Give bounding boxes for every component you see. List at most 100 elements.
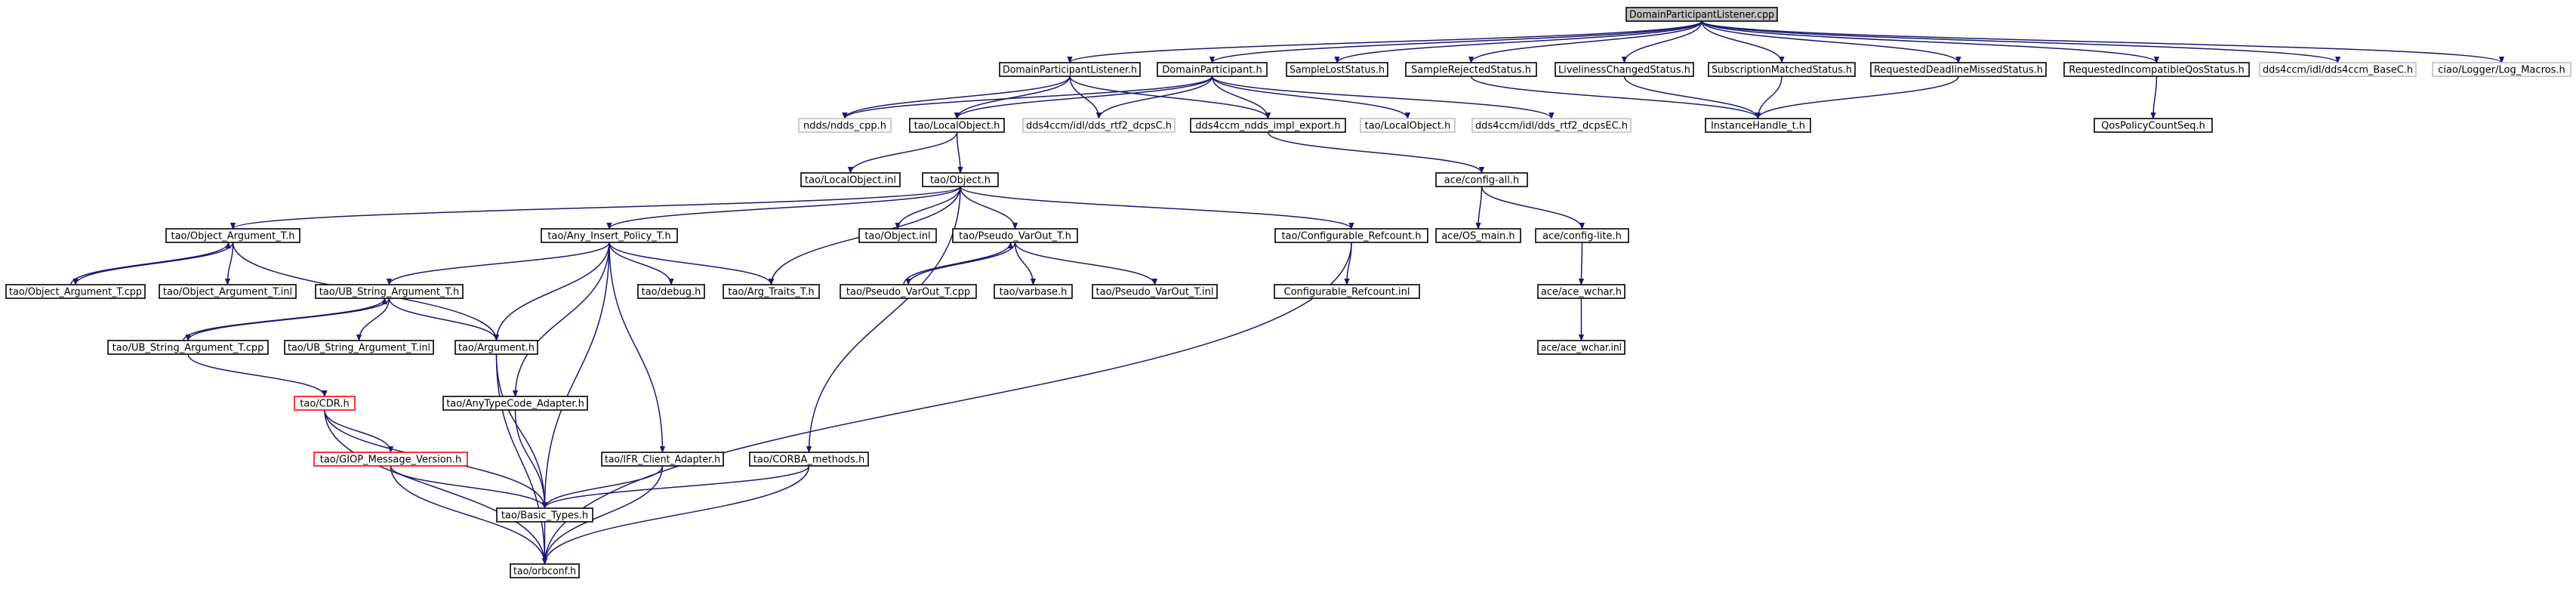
edge-root-to-sms_h <box>1701 20 1782 63</box>
node-sls-h[interactable]: SampleLostStatus.h <box>1286 62 1388 77</box>
node-box <box>5 284 146 299</box>
node-cfr-h[interactable]: tao/Configurable_Refcount.h <box>1274 228 1428 243</box>
node-pvoc[interactable]: tao/Pseudo_VarOut_T.cpp <box>840 284 977 299</box>
node-cm-h[interactable]: tao/CORBA_methods.h <box>749 452 869 467</box>
edge-pvo_h-to-vb_h <box>1014 242 1034 285</box>
node-box <box>2259 62 2417 77</box>
edge-root-to-riqs_h <box>1701 20 2157 63</box>
node-label: tao/Pseudo_VarOut_T.cpp <box>846 287 970 298</box>
node-aip-h[interactable]: tao/Any_Insert_Policy_T.h <box>541 228 678 243</box>
node-label: tao/Object_Argument_T.h <box>171 231 294 242</box>
node-cdr-h[interactable]: tao/CDR.h <box>294 396 356 411</box>
node-pvoi[interactable]: tao/Pseudo_VarOut_T.inl <box>1092 284 1218 299</box>
node-label: tao/UB_String_Argument_T.inl <box>288 343 430 354</box>
node-dbg-h[interactable]: tao/debug.h <box>637 284 705 299</box>
edge-dp_h-to-ndds_h <box>845 76 1213 119</box>
edge-aip_h-to-dbg_h <box>609 242 671 285</box>
node-box <box>165 228 300 243</box>
edge-impl_h-to-acfg_h <box>1267 131 1482 174</box>
node-label: tao/Basic_Types.h <box>501 510 588 522</box>
node-acfg-h[interactable]: ace/config-all.h <box>1435 172 1528 187</box>
node-label: RequestedIncompatibleQosStatus.h <box>2069 65 2244 76</box>
node-label: dds4ccm/idl/dds_rtf2_dcpsEC.h <box>1475 121 1628 132</box>
node-rtf2c-h[interactable]: dds4ccm/idl/dds_rtf2_dcpsC.h <box>1022 118 1176 133</box>
node-box <box>601 452 724 467</box>
node-tlo-h[interactable]: tao/LocalObject.h <box>909 118 1005 133</box>
edge-arg_h-to-orb_h <box>495 353 545 564</box>
edge-cm_h-to-orb_h <box>545 465 810 564</box>
node-tloi[interactable]: tao/LocalObject.inl <box>800 172 901 187</box>
edge-gmv_h-to-orb_h <box>390 465 545 564</box>
node-ubs-h[interactable]: tao/UB_String_Argument_T.h <box>315 284 464 299</box>
edge-ubs_h-to-arg_h <box>388 298 497 341</box>
node-dpl-h[interactable]: DomainParticipantListener.h <box>999 62 1141 77</box>
node-root[interactable]: DomainParticipantListener.cpp <box>1625 7 1778 22</box>
edge-cdr_h-to-gmv_h <box>324 409 391 453</box>
node-rtf2ec-h[interactable]: dds4ccm/idl/dds_rtf2_dcpsEC.h <box>1471 118 1632 133</box>
node-rdms-h[interactable]: RequestedDeadlineMissedStatus.h <box>1870 62 2047 77</box>
node-atca-h[interactable]: tao/AnyTypeCode_Adapter.h <box>442 396 588 411</box>
node-sms-h[interactable]: SubscriptionMatchedStatus.h <box>1708 62 1856 77</box>
node-tlo2-h[interactable]: tao/LocalObject.h <box>1360 118 1456 133</box>
node-riqs-h[interactable]: RequestedIncompatibleQosStatus.h <box>2063 62 2250 77</box>
node-label: dds4ccm_ndds_impl_export.h <box>1195 121 1340 132</box>
node-ubsc[interactable]: tao/UB_String_Argument_T.cpp <box>107 340 269 355</box>
node-lcs-h[interactable]: LivelinessChangedStatus.h <box>1555 62 1694 77</box>
node-pvo-h[interactable]: tao/Pseudo_VarOut_T.h <box>952 228 1078 243</box>
node-dp-h[interactable]: DomainParticipant.h <box>1157 62 1268 77</box>
edge-tobj_h-to-pvo_h <box>960 186 1015 230</box>
node-ubsi[interactable]: tao/UB_String_Argument_T.inl <box>284 340 434 355</box>
node-orb-h[interactable]: tao/orbconf.h <box>510 563 580 578</box>
node-label: dds4ccm/idl/dds_rtf2_dcpsC.h <box>1026 121 1172 132</box>
edge-aip_h-to-atca_h <box>516 242 610 396</box>
node-att-h[interactable]: tao/Arg_Traits_T.h <box>723 284 820 299</box>
edge-root-to-srs_h <box>1471 20 1702 63</box>
edge-oat_h-to-oatc <box>75 242 234 285</box>
node-box <box>1092 284 1218 299</box>
node-label: tao/CDR.h <box>300 399 349 410</box>
node-tobj-h[interactable]: tao/Object.h <box>922 172 999 187</box>
node-label: tao/UB_String_Argument_T.h <box>319 287 459 298</box>
edge-ubsc-to-ubs_h <box>183 298 385 341</box>
edge-acfg_h-to-aosm_h <box>1478 186 1483 229</box>
node-ifr-h[interactable]: tao/IFR_Client_Adapter.h <box>601 452 724 467</box>
node-label: tao/Object_Argument_T.cpp <box>9 287 142 298</box>
node-label: tao/Argument.h <box>458 343 535 354</box>
node-acl-h[interactable]: ace/config-lite.h <box>1535 228 1629 243</box>
node-box <box>858 228 937 243</box>
node-label: ace/OS_main.h <box>1441 231 1514 242</box>
node-label: ace/ace_wchar.h <box>1541 287 1622 298</box>
node-ih-h[interactable]: InstanceHandle_t.h <box>1705 118 1811 133</box>
node-basec-h[interactable]: dds4ccm/idl/dds4ccm_BaseC.h <box>2259 62 2417 77</box>
node-label: ace/config-lite.h <box>1542 231 1622 242</box>
edge-pvo_h-to-pvoc <box>908 242 1016 285</box>
node-bt-h[interactable]: tao/Basic_Types.h <box>496 507 593 523</box>
node-aw-h[interactable]: ace/ace_wchar.h <box>1537 284 1625 299</box>
node-awi[interactable]: ace/ace_wchar.inl <box>1537 340 1625 355</box>
node-label: tao/Object_Argument_T.inl <box>163 287 292 298</box>
node-label: dds4ccm/idl/dds4ccm_BaseC.h <box>2263 65 2413 76</box>
node-oati[interactable]: tao/Object_Argument_T.inl <box>159 284 297 299</box>
node-cfri[interactable]: Configurable_Refcount.inl <box>1274 284 1420 299</box>
node-vb-h[interactable]: tao/varbase.h <box>994 284 1073 299</box>
node-qpc-h[interactable]: QosPolicyCountSeq.h <box>2094 118 2213 133</box>
node-box <box>442 396 588 411</box>
node-gmv-h[interactable]: tao/GIOP_Message_Version.h <box>313 452 468 467</box>
node-oat-h[interactable]: tao/Object_Argument_T.h <box>165 228 300 243</box>
node-aosm-h[interactable]: ace/OS_main.h <box>1435 228 1521 243</box>
node-label: DomainParticipantListener.cpp <box>1629 10 1774 21</box>
edge-riqs_h-to-qpc_h <box>2153 76 2158 119</box>
node-tobji[interactable]: tao/Object.inl <box>858 228 937 243</box>
edge-lcs_h-to-ih_h <box>1623 76 1758 119</box>
node-arg-h[interactable]: tao/Argument.h <box>454 340 538 355</box>
node-oatc[interactable]: tao/Object_Argument_T.cpp <box>5 284 146 299</box>
node-impl-h[interactable]: dds4ccm_ndds_impl_export.h <box>1190 118 1346 133</box>
node-ndds-h[interactable]: ndds/ndds_cpp.h <box>798 118 892 133</box>
node-logm-h[interactable]: ciao/Logger/Log_Macros.h <box>2432 62 2571 77</box>
node-label: tao/Pseudo_VarOut_T.inl <box>1096 287 1214 298</box>
node-label: RequestedDeadlineMissedStatus.h <box>1874 65 2043 76</box>
edge-rdms_h-to-ih_h <box>1758 76 1959 119</box>
node-label: tao/GIOP_Message_Version.h <box>320 455 462 466</box>
node-srs-h[interactable]: SampleRejectedStatus.h <box>1405 62 1537 77</box>
node-box <box>1471 118 1632 133</box>
